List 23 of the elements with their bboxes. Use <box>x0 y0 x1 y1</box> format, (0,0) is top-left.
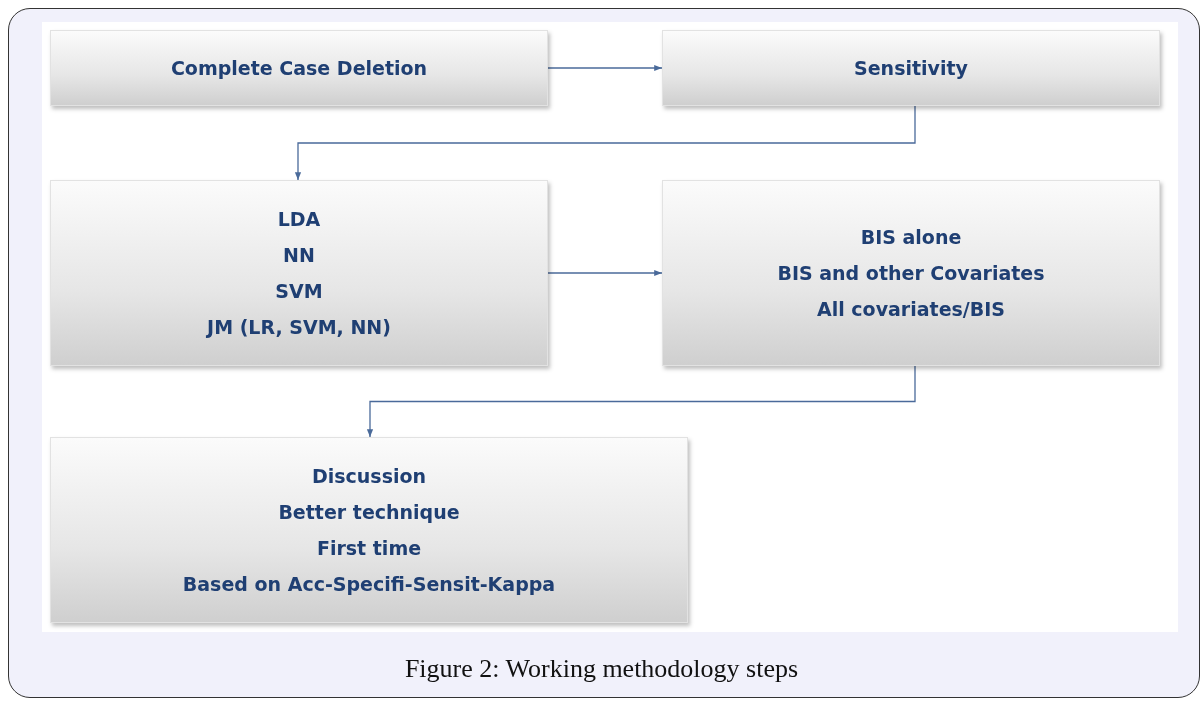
box-text: All covariates/BIS <box>817 297 1005 322</box>
process-box <box>50 180 548 366</box>
process-box <box>662 180 1160 366</box>
arrow <box>547 269 663 277</box>
process-box <box>50 437 688 623</box>
process-box <box>662 30 1160 106</box>
process-box <box>50 30 548 106</box>
box-text: NN <box>283 243 315 268</box>
box-text: Better technique <box>278 500 460 525</box>
box-text: JM (LR, SVM, NN) <box>207 315 391 340</box>
box-text: Discussion <box>311 464 427 489</box>
box-text: Based on Acc-Specifi-Sensit-Kappa <box>182 572 556 597</box>
arrow <box>366 365 916 438</box>
box-text: Sensitivity <box>854 56 968 81</box>
box-text: BIS alone <box>860 225 962 250</box>
arrow <box>294 105 916 181</box>
arrow <box>547 64 663 72</box>
figure-caption: Figure 2: Working methodology steps <box>403 654 800 684</box>
box-text: LDA <box>277 207 321 232</box>
box-text: SVM <box>275 279 323 304</box>
box-text: First time <box>316 536 422 561</box>
box-text: Complete Case Deletion <box>170 56 428 81</box>
box-text: BIS and other Covariates <box>777 261 1045 286</box>
